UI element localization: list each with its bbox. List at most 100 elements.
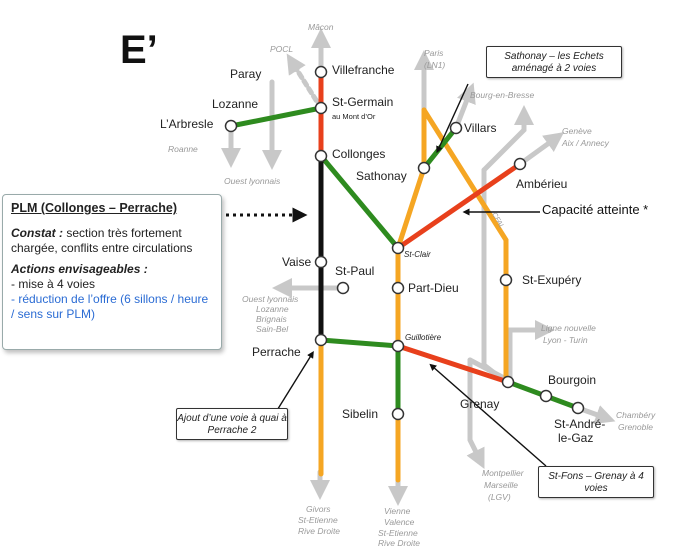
- label-villefranche: Villefranche: [332, 63, 395, 77]
- dest-givors-2: St-Etienne: [298, 515, 338, 525]
- station-nodes: [224, 65, 585, 421]
- label-vaise: Vaise: [282, 255, 311, 269]
- label-villars: Villars: [464, 121, 496, 135]
- callout-stfons: St-Fons – Grenay à 4 voies: [538, 466, 654, 498]
- capacity-label: Capacité atteinte *: [542, 202, 649, 217]
- label-lozanne: Lozanne: [212, 97, 258, 111]
- dest-paris-2: (LN1): [424, 60, 445, 70]
- plm-action-2: - réduction de l’offre (6 sillons / heur…: [11, 292, 209, 321]
- dest-montpellier: Montpellier: [482, 468, 525, 478]
- label-stclair: St-Clair: [404, 250, 431, 259]
- dest-chambery-2: Grenoble: [618, 422, 653, 432]
- stfons-callout-arrow: [429, 363, 547, 467]
- label-guillotiere: Guillotière: [405, 333, 442, 342]
- node-perrache: [314, 333, 328, 347]
- dest-oul-2: Lozanne: [256, 304, 289, 314]
- dest-lyon-turin-2: Lyon - Turin: [543, 335, 588, 345]
- label-partdieu: Part-Dieu: [408, 281, 459, 295]
- plm-constat-text: section très fortement chargée, conflits…: [11, 226, 193, 255]
- line-perrache-guillotiere: [318, 337, 401, 349]
- node-collonges: [314, 149, 328, 163]
- node-stexupery: [499, 273, 513, 287]
- plm-box-title: PLM (Collonges – Perrache): [11, 201, 178, 215]
- station-labels: Villefranche Paray Lozanne L’Arbresle St…: [160, 63, 605, 445]
- label-stexupery: St-Exupéry: [522, 273, 581, 287]
- node-sibelin: [391, 407, 405, 421]
- node-grenay: [539, 389, 553, 403]
- label-sathonay: Sathonay: [356, 169, 407, 183]
- dest-vienne: Vienne: [384, 506, 411, 516]
- dest-macon: Mâcon: [308, 22, 334, 32]
- node-villefranche: [314, 65, 328, 79]
- node-stpaul: [336, 281, 350, 295]
- dest-chambery: Chambéry: [616, 410, 656, 420]
- node-villars: [449, 121, 463, 135]
- callout-perrache: Ajout d’une voie à quai à Perrache 2: [176, 408, 288, 440]
- dest-geneve: Genève: [562, 126, 592, 136]
- label-sibelin: Sibelin: [342, 407, 378, 421]
- orange-lines: [318, 107, 509, 483]
- dest-pocl: POCL: [270, 44, 293, 54]
- branch-bourg: [453, 82, 476, 131]
- label-stpaul: St-Paul: [335, 264, 374, 278]
- node-bourgoin: [501, 375, 515, 389]
- plm-actions-label: Actions envisageables :: [11, 262, 148, 276]
- label-stgermain: St-Germain: [332, 95, 393, 109]
- label-collonges: Collonges: [332, 147, 385, 161]
- label-stgermain-sub: au Mont d’Or: [332, 112, 376, 121]
- node-sathonay: [417, 161, 431, 175]
- node-partdieu: [391, 281, 405, 295]
- label-bourgoin: Bourgoin: [548, 373, 596, 387]
- dest-givors-3: Rive Droite: [298, 526, 340, 536]
- branch-bourg-2: [481, 105, 534, 173]
- node-stclair: [391, 241, 405, 255]
- node-standre: [571, 401, 585, 415]
- branch-pocl: [286, 53, 324, 111]
- plm-constat: Constat : section très fortement chargée…: [11, 226, 213, 256]
- label-perrache: Perrache: [252, 345, 301, 359]
- dest-montpellier-3: (LGV): [488, 492, 511, 502]
- node-larbresle: [224, 119, 238, 133]
- perrache-callout-arrow: [275, 351, 314, 413]
- dest-paris: Paris: [424, 48, 444, 58]
- line-guillotiere-bourgoin: [395, 343, 511, 385]
- line-paris-stexupery: [421, 107, 509, 383]
- node-guillotiere: [391, 339, 405, 353]
- slide-label: E’: [120, 28, 158, 72]
- label-grenay: Grenay: [460, 397, 499, 411]
- node-amberieu: [513, 157, 527, 171]
- branch-geneve: [517, 132, 565, 167]
- dest-montpellier-2: Marseille: [484, 480, 518, 490]
- plm-info-box: PLM (Collonges – Perrache) Constat : sec…: [2, 194, 222, 350]
- label-standre-2: le-Gaz: [558, 431, 593, 445]
- label-amberieu: Ambérieu: [516, 177, 567, 191]
- dest-oul-3: Brignais: [256, 314, 287, 324]
- branch-grenay-link: [467, 357, 511, 383]
- line-larbresle-stgermain: [228, 105, 324, 129]
- branch-lyon-turin: [507, 320, 555, 388]
- plm-constat-label: Constat :: [11, 226, 63, 240]
- dest-vienne-2: Valence: [384, 517, 415, 527]
- dest-oul-4: Sain-Bel: [256, 324, 289, 334]
- dest-ouest-lyonnais: Ouest lyonnais: [224, 176, 281, 186]
- node-vaise: [314, 255, 328, 269]
- dest-givors: Givors: [306, 504, 331, 514]
- sathonay-callout-arrow: [436, 83, 469, 154]
- label-paray: Paray: [230, 67, 261, 81]
- dest-vienne-4: Rive Droite: [378, 538, 420, 546]
- line-collonges-stclair: [318, 153, 401, 251]
- dest-vienne-3: St-Etienne: [378, 528, 418, 538]
- plm-action-1: - mise à 4 voies: [11, 277, 96, 291]
- branch-montpellier: [466, 357, 485, 469]
- dest-lyon-turin: Ligne nouvelle: [541, 323, 596, 333]
- callout-sathonay: Sathonay – les Echets aménagé à 2 voies: [486, 46, 622, 78]
- dest-geneve-2: Aix / Annecy: [561, 138, 610, 148]
- dest-roanne: Roanne: [168, 144, 198, 154]
- line-stclair-amberieu: [395, 161, 523, 251]
- node-stgermain: [314, 101, 328, 115]
- dest-oul-1: Ouest lyonnais: [242, 294, 299, 304]
- label-larbresle: L’Arbresle: [160, 117, 214, 131]
- label-standre: St-André-: [554, 417, 605, 431]
